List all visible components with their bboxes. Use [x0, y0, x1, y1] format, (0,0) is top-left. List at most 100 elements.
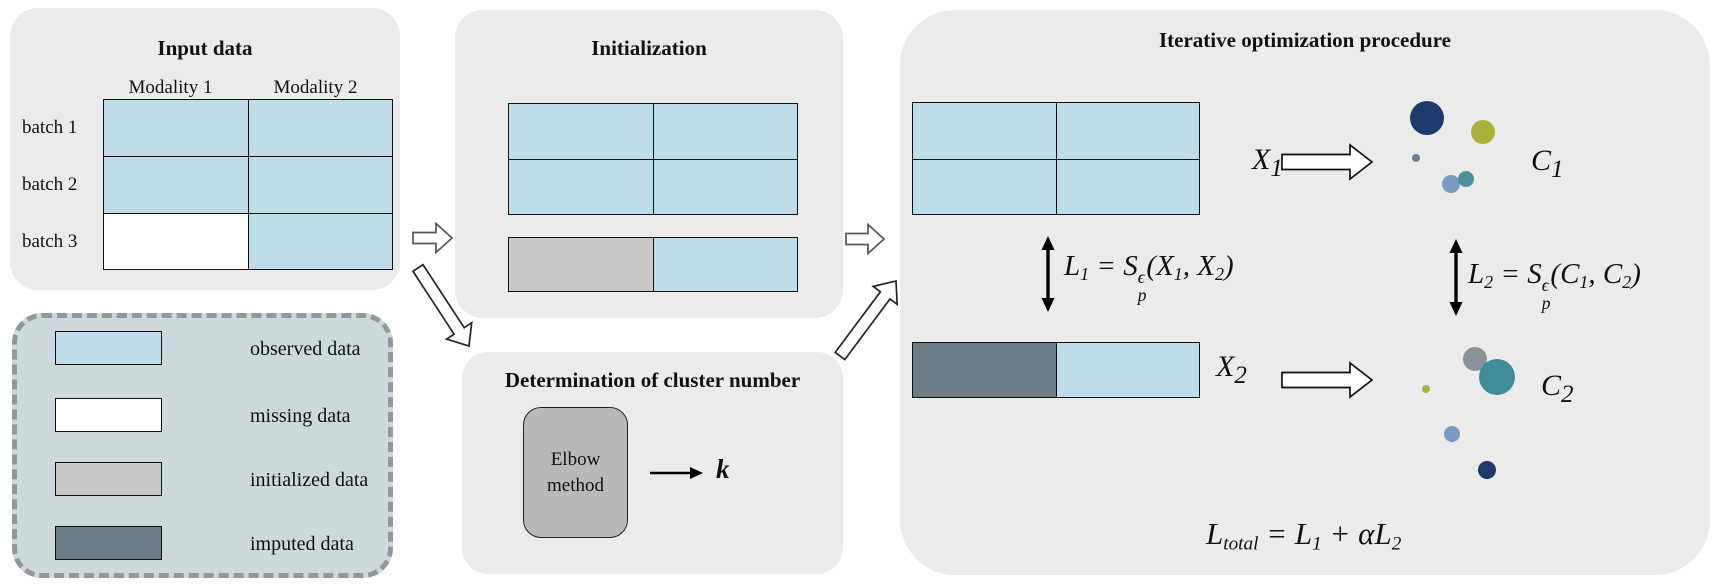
formula-segment: X	[1216, 350, 1235, 383]
elbow-method-box: Elbow method	[523, 407, 628, 538]
observed-cell	[653, 238, 797, 291]
missing-data-swatch	[55, 398, 162, 432]
formula-subscript: 1	[1270, 155, 1283, 182]
l-total-formula: Ltotal = L1 + αL2	[1206, 516, 1401, 555]
observed-cell	[913, 158, 1056, 214]
x1-matrix	[912, 102, 1200, 215]
modality-2-header: Modality 2	[273, 77, 358, 98]
formula-segment: C	[1602, 258, 1623, 290]
x2-label: X2	[1216, 350, 1247, 390]
observed-data-label: observed data	[250, 338, 361, 360]
formula-subscript: 2	[1391, 533, 1402, 555]
legend-item-missing: missing data	[55, 398, 385, 436]
legend-item-imputed: imputed data	[55, 526, 385, 564]
formula-segment: S	[1123, 250, 1138, 282]
formula-segment: =	[1089, 250, 1124, 282]
initialized-data-swatch	[55, 462, 162, 496]
cluster-dot	[1444, 426, 1460, 442]
formula-segment: ,	[1182, 250, 1198, 282]
observed-cell	[248, 100, 392, 157]
formula-segment: )	[1631, 258, 1641, 290]
imputed-data-swatch	[55, 526, 162, 560]
cluster-dot	[1458, 171, 1474, 187]
observed-cell	[509, 159, 653, 214]
observed-cell	[509, 104, 653, 159]
missing-cell	[104, 212, 248, 269]
observed-cell	[1056, 158, 1199, 214]
input-data-title: Input data	[157, 36, 253, 60]
initialization-panel: Initialization	[455, 10, 843, 318]
formula-segment: =	[1493, 258, 1528, 290]
initialized-cell	[509, 238, 653, 291]
cluster-dot	[1442, 175, 1460, 193]
observed-cell	[653, 159, 797, 214]
cluster-dot	[1471, 120, 1495, 144]
missing-data-label: missing data	[250, 405, 351, 427]
formula-subscript: total	[1223, 533, 1259, 555]
observed-cell	[1056, 343, 1199, 397]
formula-segment: =	[1258, 516, 1295, 551]
formula-subscript: 2	[1484, 272, 1494, 293]
formula-segment: )	[1223, 250, 1234, 282]
imputed-cell	[913, 343, 1056, 397]
formula-segment: ,	[1588, 258, 1603, 290]
formula-subscript: 1	[1080, 264, 1090, 285]
formula-subscript: 2	[1561, 381, 1574, 408]
observed-cell	[1056, 103, 1199, 159]
observed-cell	[653, 104, 797, 159]
formula-segment: (	[1146, 250, 1157, 282]
initialization-to-iterative-arrow	[845, 222, 886, 256]
imputed-data-label: imputed data	[250, 533, 354, 555]
elbow-method-label-line2: method	[547, 474, 604, 496]
cluster-dot	[1410, 101, 1444, 135]
cluster-dot	[1422, 385, 1430, 393]
formula-segment: C	[1531, 144, 1552, 177]
cluster-dot	[1412, 154, 1420, 162]
observed-cell	[248, 156, 392, 213]
c1-label: C1	[1531, 144, 1564, 184]
formula-segment: C	[1541, 369, 1562, 402]
formula-segment: X	[1197, 250, 1215, 282]
initialized-data-label: initialized data	[250, 469, 369, 491]
batch-1-label: batch 1	[22, 117, 78, 138]
initialized-row	[508, 237, 798, 292]
formula-segment: αL	[1358, 516, 1392, 551]
legend-item-observed: observed data	[55, 331, 385, 369]
formula-subscript: 2	[1215, 264, 1224, 285]
formula-segment: L	[1064, 250, 1081, 282]
observed-cell	[913, 103, 1056, 159]
input-data-panel: Input data Modality 1 Modality 2 batch 1…	[10, 8, 400, 290]
legend-panel: observed data missing data initialized d…	[12, 313, 393, 578]
x1-label: X1	[1252, 143, 1283, 183]
formula-segment: C	[1560, 258, 1580, 290]
cluster-dot	[1479, 359, 1515, 395]
formula-subscript: 1	[1551, 156, 1564, 183]
observed-cell	[248, 212, 392, 269]
legend-item-initialized: initialized data	[55, 462, 385, 500]
formula-subscript: 1	[1173, 264, 1183, 285]
formula-segment: X	[1252, 143, 1271, 176]
initialization-table	[508, 103, 798, 215]
formula-segment: X	[1156, 250, 1174, 282]
cluster-number-to-iterative-arrow	[834, 279, 899, 361]
cluster-number-title: Determination of cluster number	[504, 368, 801, 392]
formula-subscript: 1	[1579, 272, 1589, 293]
formula-segment: L	[1206, 516, 1224, 551]
batch-2-label: batch 2	[22, 174, 78, 195]
formula-segment: L	[1294, 516, 1313, 551]
observed-data-swatch	[55, 331, 162, 365]
formula-segment: +	[1321, 516, 1359, 551]
c2-label: C2	[1541, 369, 1574, 409]
formula-subscript: 2	[1622, 272, 1632, 293]
k-label: k	[716, 454, 730, 484]
cluster-dot	[1478, 461, 1496, 479]
cluster-number-panel: Determination of cluster number Elbow me…	[462, 352, 843, 574]
formula-segment: L	[1468, 258, 1485, 290]
input-to-initialization-arrow	[412, 221, 454, 255]
observed-cell	[104, 156, 248, 213]
